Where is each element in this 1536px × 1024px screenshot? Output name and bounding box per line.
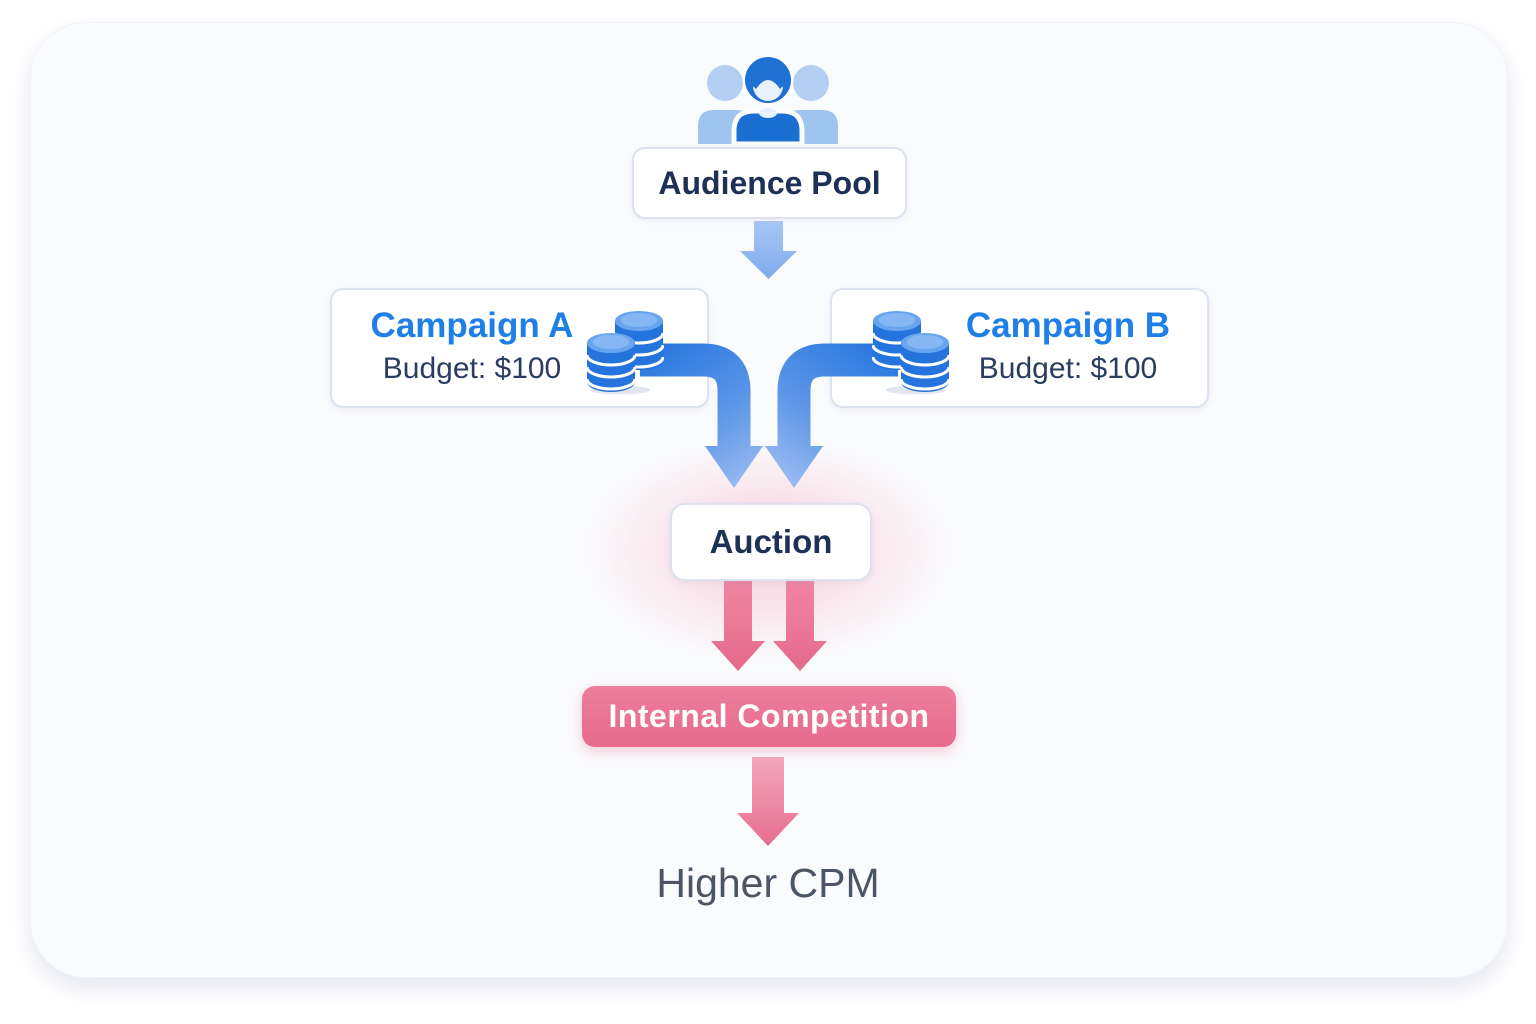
higher-cpm-label: Higher CPM: [656, 860, 880, 906]
audience-to-campaigns-arrow: [740, 221, 797, 279]
center-person-icon: [731, 54, 805, 144]
campaign-a-coins-icon: [586, 311, 664, 394]
auction-node: Auction: [670, 503, 872, 581]
campaign-a-budget: Budget: $100: [382, 352, 562, 385]
campaign-b-to-auction-arrow: [765, 343, 898, 488]
campaign-b-title: Campaign B: [965, 306, 1171, 345]
campaign-b-budget: Budget: $100: [978, 352, 1158, 385]
audience-pool-node: Audience Pool: [632, 147, 907, 219]
auction-label: Auction: [709, 523, 833, 560]
audience-pool-label: Audience Pool: [658, 164, 881, 201]
auction-to-competition-arrow-right: [773, 577, 827, 671]
internal-competition-node: Internal Competition: [582, 686, 956, 747]
campaign-a-title: Campaign A: [370, 306, 574, 345]
campaign-a-to-auction-arrow: [640, 343, 763, 488]
internal-competition-label: Internal Competition: [608, 698, 930, 734]
auction-to-competition-arrow-left: [711, 577, 765, 671]
campaign-b-coins-icon: [872, 311, 950, 394]
audience-people-icon: [698, 54, 838, 144]
competition-to-cpm-arrow: [737, 757, 799, 846]
